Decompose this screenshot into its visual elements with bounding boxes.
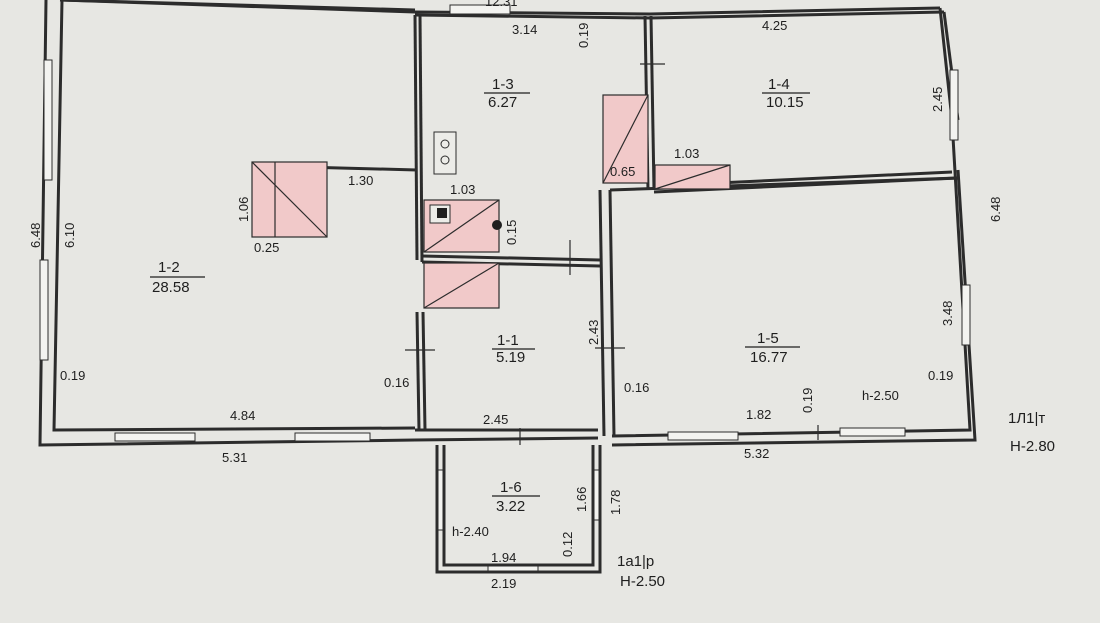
window-right-1 (949, 69, 959, 141)
window-bottom-3 (667, 431, 739, 441)
dim-label: 3.14 (512, 22, 537, 37)
dim-label: 2.19 (491, 576, 516, 591)
sink-icon (492, 220, 502, 230)
dim-label: 0.15 (504, 220, 519, 245)
dim-label: 2.43 (586, 320, 601, 345)
dim-label: 0.19 (800, 388, 815, 413)
boiler-icon (437, 208, 447, 218)
room-id: 1-3 (492, 76, 514, 93)
room-id: 1-4 (768, 76, 790, 93)
building-letter: 1Л1|т (1008, 410, 1045, 427)
windows (39, 4, 971, 573)
dim-label: 3.48 (940, 301, 955, 326)
dim-label: 0.16 (624, 380, 649, 395)
dim-label: 1.03 (674, 146, 699, 161)
burner-icon (440, 155, 450, 165)
room-labels: 1-2 28.58 1-3 6.27 1-4 10.15 1-1 5.19 1-… (150, 76, 810, 515)
interior-walls (264, 14, 959, 437)
window-bottom-2 (294, 432, 371, 442)
room-id: 1-6 (500, 479, 522, 496)
dim-label: 1.66 (574, 487, 589, 512)
dim-label: 5.32 (744, 446, 769, 461)
height-label: h-2.50 (862, 388, 899, 403)
dim-label: 0.19 (928, 368, 953, 383)
room-id: 1-1 (497, 332, 519, 349)
dim-label: 1.94 (491, 550, 516, 565)
dimension-labels: 12.31 3.14 0.19 4.25 2.45 6.48 6.10 6.48… (28, 0, 1003, 591)
dim-label: 0.12 (560, 532, 575, 557)
window-left-2 (39, 259, 49, 361)
building-letter: 1a1|р (617, 553, 654, 570)
dim-label: 0.25 (254, 240, 279, 255)
height-label: H-2.80 (1010, 438, 1055, 455)
dim-label: 0.19 (60, 368, 85, 383)
room-area: 28.58 (152, 279, 190, 296)
dim-label: 1.06 (236, 197, 251, 222)
room-area: 3.22 (496, 498, 525, 515)
dim-label: 4.25 (762, 18, 787, 33)
dim-label: 1.78 (608, 490, 623, 515)
fixtures (251, 94, 731, 309)
burner-icon (440, 139, 450, 149)
dim-label: 0.65 (610, 164, 635, 179)
dim-label: 0.19 (576, 23, 591, 48)
dim-label: 4.84 (230, 408, 255, 423)
height-labels: h-2.50 h-2.40 1Л1|т H-2.80 1a1|р H-2.50 (452, 388, 1055, 590)
window-left-1 (43, 59, 53, 181)
dim-label: 5.31 (222, 450, 247, 465)
room-id: 1-2 (158, 259, 180, 276)
window-right-2 (961, 284, 971, 346)
room-area: 16.77 (750, 349, 788, 366)
height-label: h-2.40 (452, 524, 489, 539)
dim-label: 1.30 (348, 173, 373, 188)
dim-label: 1.03 (450, 182, 475, 197)
stove (433, 131, 457, 175)
dim-label: 12.31 (485, 0, 518, 9)
dim-label: 6.48 (28, 223, 43, 248)
window-bottom-4 (839, 427, 906, 437)
dim-label: 6.48 (988, 197, 1003, 222)
room-id: 1-5 (757, 330, 779, 347)
porch-walls (435, 445, 602, 574)
door-markers (405, 63, 819, 445)
room-area: 5.19 (496, 349, 525, 366)
window-top (449, 4, 511, 15)
room-area: 10.15 (766, 94, 804, 111)
room-area: 6.27 (488, 94, 517, 111)
dim-label: 2.45 (483, 412, 508, 427)
dim-label: 0.16 (384, 375, 409, 390)
dim-label: 1.82 (746, 407, 771, 422)
dim-label: 6.10 (62, 223, 77, 248)
window-bottom-1 (114, 432, 196, 442)
dim-label: 2.45 (930, 87, 945, 112)
height-label: H-2.50 (620, 573, 665, 590)
